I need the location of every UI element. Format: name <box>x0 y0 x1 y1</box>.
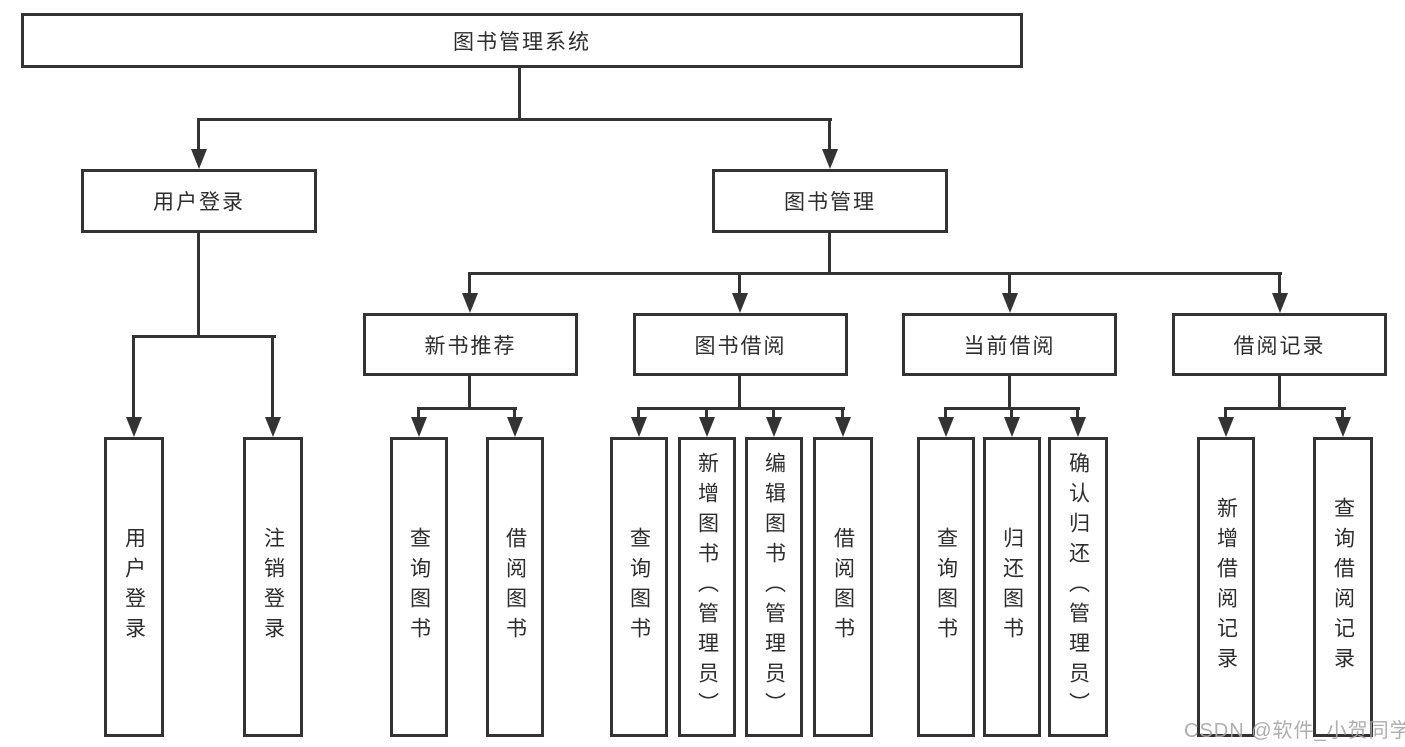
arrowhead-down-icon <box>265 417 281 437</box>
node-label: 借阅图书 <box>831 527 855 647</box>
node-leaf-return-books: 归还图书 <box>983 437 1041 737</box>
node-leaf-query-books-2: 查询图书 <box>610 437 668 737</box>
node-label: 归还图书 <box>1000 527 1024 647</box>
connector-vline <box>705 407 708 420</box>
arrowhead-down-icon <box>507 417 523 437</box>
node-label: 新增图书（管理员） <box>695 452 719 722</box>
connector-vline <box>197 118 200 152</box>
connector-vline <box>468 373 471 407</box>
connector-vline <box>1278 373 1281 407</box>
node-leaf-confirm-return-admin: 确认归还（管理员） <box>1048 437 1108 737</box>
node-leaf-query-borrow-record: 查询借阅记录 <box>1313 437 1373 737</box>
connector-vline <box>132 335 135 420</box>
connector-vline <box>1008 373 1011 407</box>
arrowhead-down-icon <box>1004 417 1020 437</box>
node-label: 查询图书 <box>407 527 431 647</box>
arrowhead-down-icon <box>938 417 954 437</box>
connector-vline <box>637 407 640 420</box>
connector-vline <box>944 407 947 420</box>
connector-vline <box>738 373 741 407</box>
node-leaf-user-login: 用户登录 <box>104 437 164 737</box>
node-label: 查询图书 <box>934 527 958 647</box>
arrowhead-down-icon <box>462 293 478 313</box>
csdn-watermark: CSDN @软件_小贺同学 <box>1184 720 1405 742</box>
node-book-management: 图书管理 <box>712 169 948 233</box>
node-leaf-logout: 注销登录 <box>243 437 303 737</box>
arrowhead-down-icon <box>191 149 207 169</box>
connector-hline <box>1224 407 1346 410</box>
arrowhead-down-icon <box>822 149 838 169</box>
arrowhead-down-icon <box>1218 417 1234 437</box>
node-label: 新增借阅记录 <box>1214 497 1238 677</box>
arrowhead-down-icon <box>835 417 851 437</box>
node-label: 查询借阅记录 <box>1331 497 1355 677</box>
node-leaf-add-borrow-record: 新增借阅记录 <box>1197 437 1255 737</box>
connector-vline <box>828 118 831 152</box>
node-leaf-edit-books-admin: 编辑图书（管理员） <box>745 437 803 737</box>
connector-vline <box>1008 272 1011 296</box>
connector-hline <box>468 272 1282 275</box>
node-label: 注销登录 <box>261 527 285 647</box>
connector-hline <box>637 407 845 410</box>
arrowhead-down-icon <box>411 417 427 437</box>
node-leaf-add-books-admin: 新增图书（管理员） <box>678 437 736 737</box>
node-leaf-borrow-books-1: 借阅图书 <box>486 437 544 737</box>
connector-vline <box>1076 407 1079 420</box>
connector-vline <box>417 407 420 420</box>
arrowhead-down-icon <box>631 417 647 437</box>
node-user-login: 用户登录 <box>81 169 317 233</box>
node-label: 确认归还（管理员） <box>1066 452 1090 722</box>
connector-hline <box>417 407 517 410</box>
node-label: 查询图书 <box>627 527 651 647</box>
connector-vline <box>513 407 516 420</box>
node-label: 用户登录 <box>122 527 146 647</box>
connector-hline <box>132 335 276 338</box>
connector-vline <box>841 407 844 420</box>
arrowhead-down-icon <box>1070 417 1086 437</box>
arrowhead-down-icon <box>766 417 782 437</box>
arrowhead-down-icon <box>126 417 142 437</box>
connector-vline <box>1224 407 1227 420</box>
connector-vline <box>1010 407 1013 420</box>
node-book-borrow: 图书借阅 <box>633 313 848 376</box>
node-leaf-query-books-1: 查询图书 <box>390 437 448 737</box>
node-new-book-recommend: 新书推荐 <box>363 313 578 376</box>
arrowhead-down-icon <box>1272 293 1288 313</box>
node-label: 编辑图书（管理员） <box>762 452 786 722</box>
connector-vline <box>197 230 200 335</box>
connector-vline <box>468 272 471 296</box>
connector-vline <box>518 68 521 118</box>
arrowhead-down-icon <box>1002 293 1018 313</box>
connector-vline <box>1278 272 1281 296</box>
arrowhead-down-icon <box>1335 417 1351 437</box>
node-leaf-borrow-books-2: 借阅图书 <box>813 437 873 737</box>
arrowhead-down-icon <box>699 417 715 437</box>
arrowhead-down-icon <box>732 293 748 313</box>
node-leaf-query-books-3: 查询图书 <box>917 437 975 737</box>
connector-hline <box>198 118 832 121</box>
connector-vline <box>271 335 274 420</box>
node-label: 借阅图书 <box>503 527 527 647</box>
connector-vline <box>738 272 741 296</box>
node-current-borrow: 当前借阅 <box>902 313 1117 376</box>
node-borrow-records: 借阅记录 <box>1172 313 1387 376</box>
connector-vline <box>772 407 775 420</box>
connector-vline <box>828 230 831 275</box>
node-root: 图书管理系统 <box>21 13 1023 68</box>
connector-vline <box>1341 407 1344 420</box>
